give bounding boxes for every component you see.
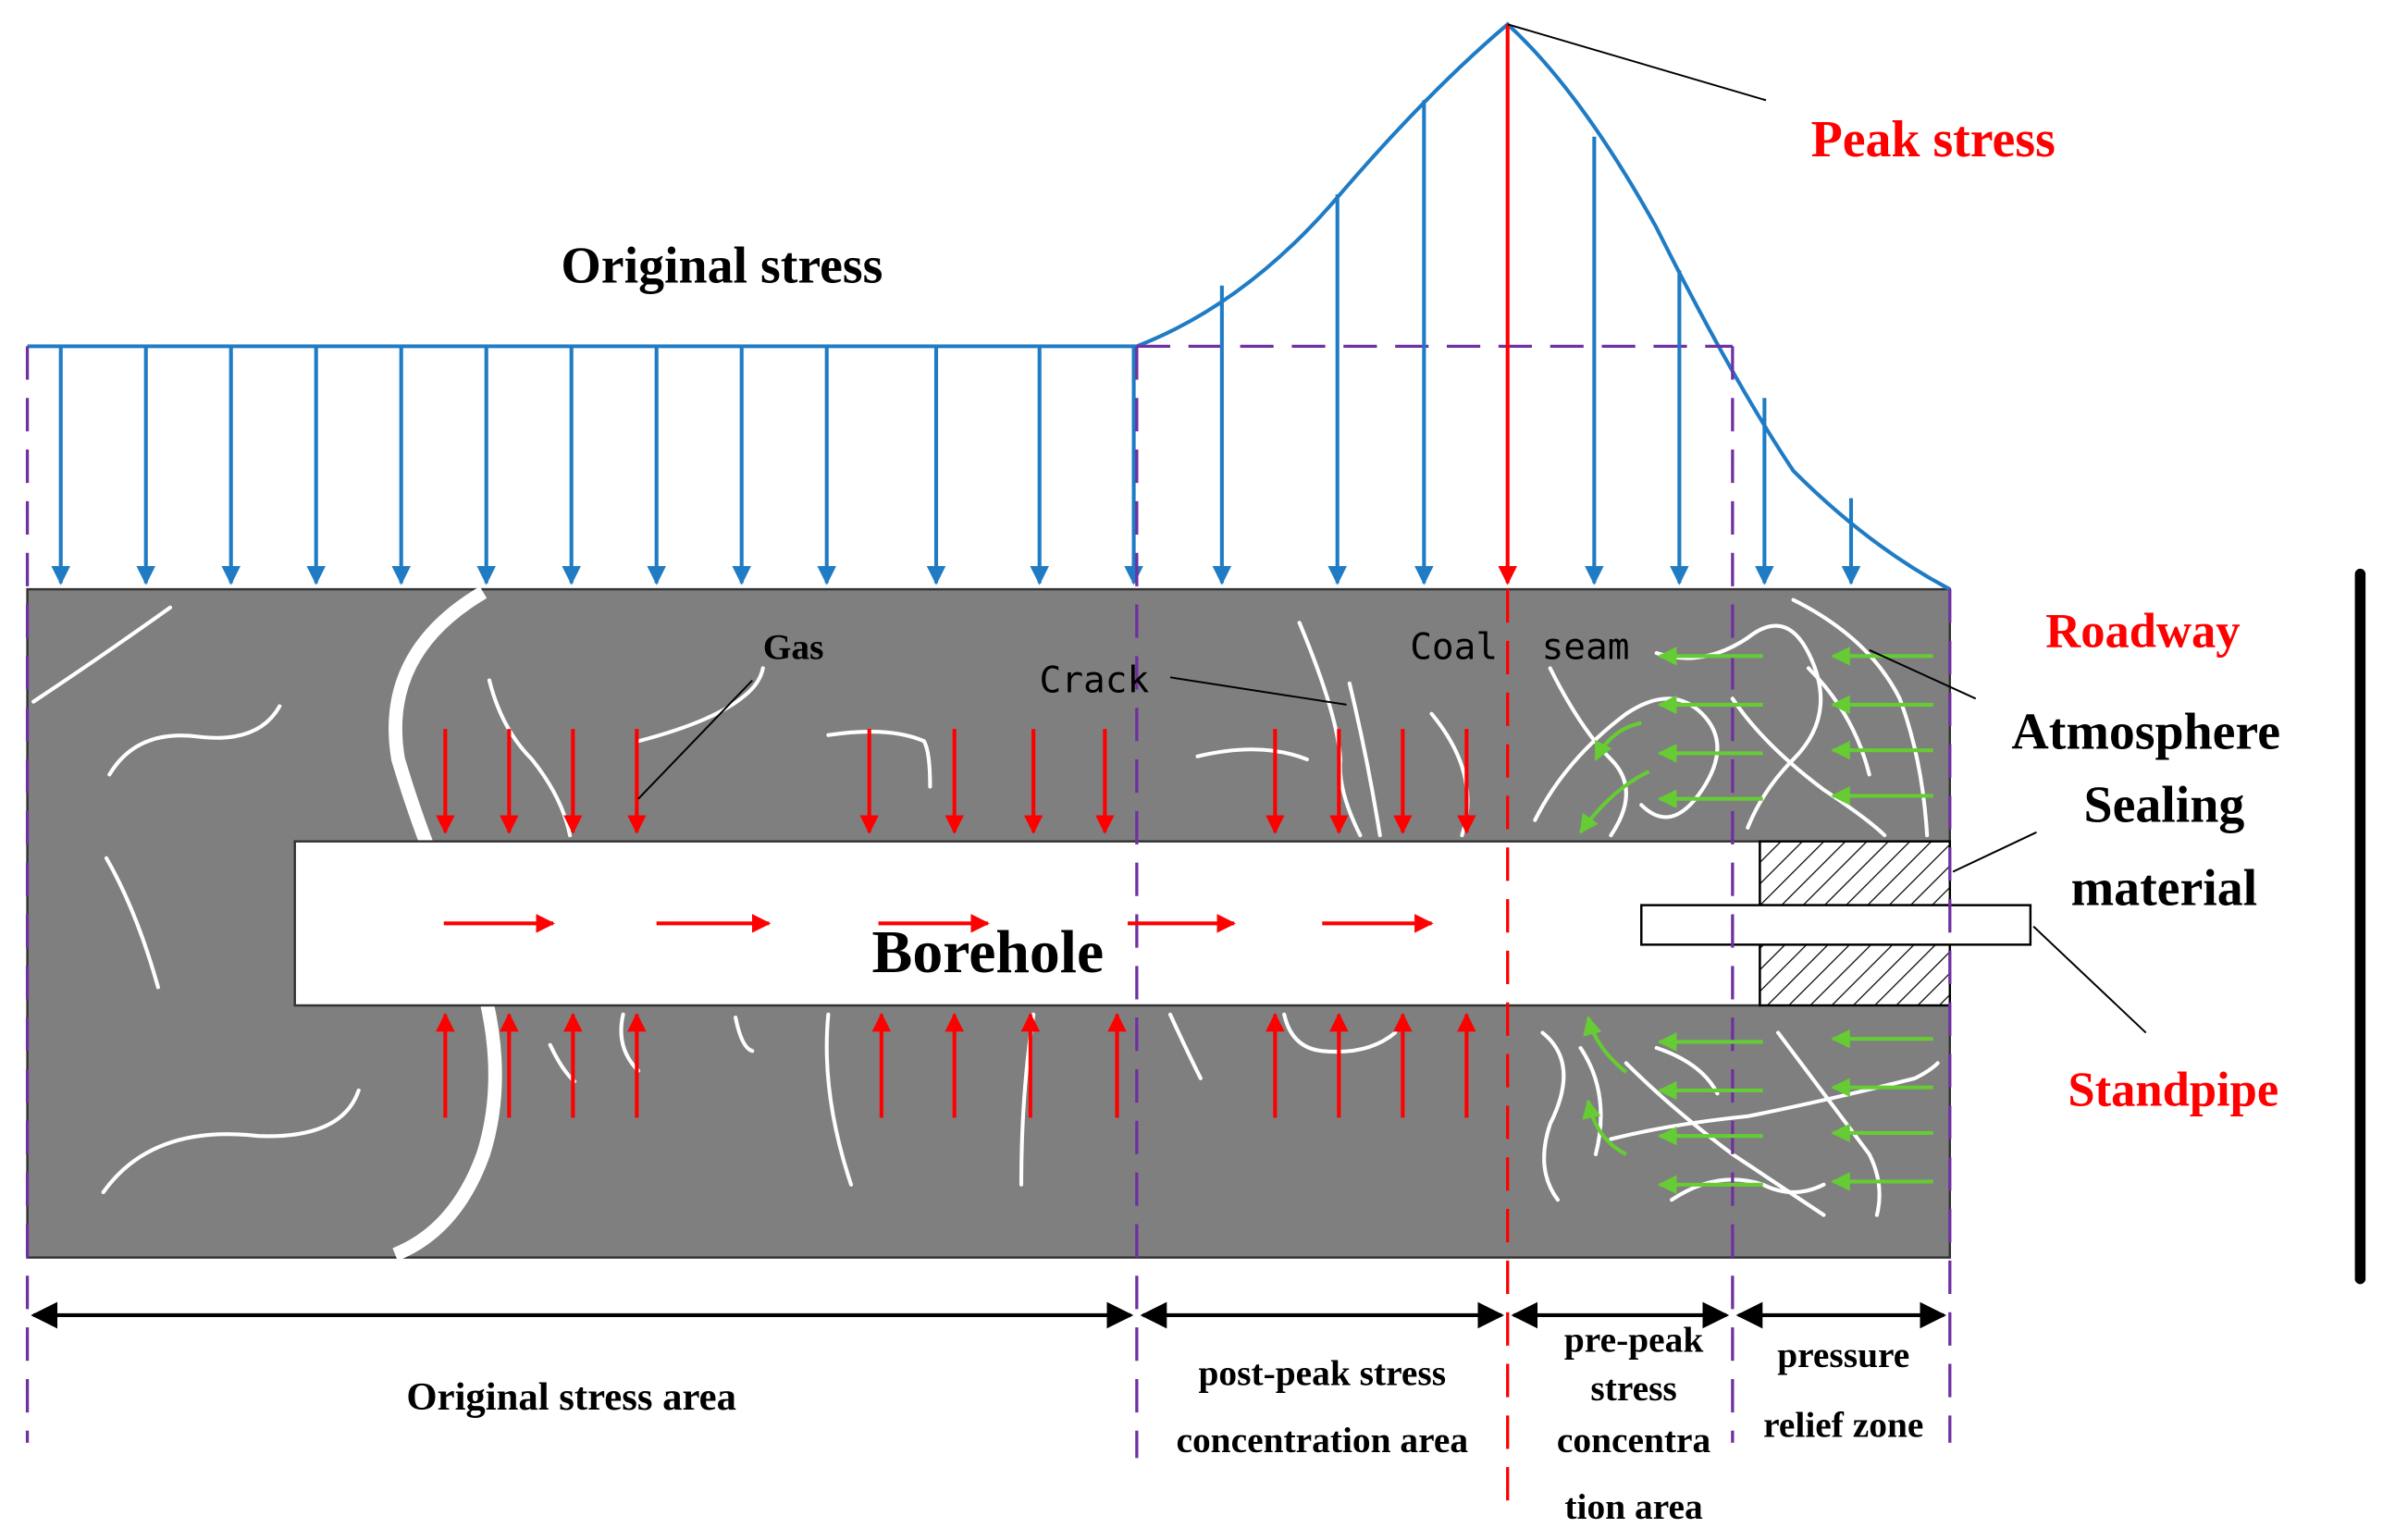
- atmosphere-label: Atmosphere: [2011, 704, 2280, 761]
- sealing-label-1: Sealing: [2084, 776, 2245, 833]
- zone-pre-peak-label-3: concentra: [1557, 1420, 1711, 1460]
- zone-pre-peak-label-4: tion area: [1564, 1486, 1703, 1527]
- sealing-block-top: [1759, 840, 1952, 906]
- cracks: [31, 598, 1940, 1217]
- stress-curve: [27, 21, 1951, 591]
- zone-relief-label-1: pressure: [1777, 1335, 1909, 1375]
- borehole-label: Borehole: [872, 918, 1105, 986]
- zone-relief-label-2: relief zone: [1763, 1404, 1923, 1445]
- peak-stress-label: Peak stress: [1811, 111, 2056, 168]
- gas-arrows-top: [436, 729, 1476, 834]
- zone-boundaries: [25, 346, 1952, 1459]
- original-stress-label: Original stress: [561, 237, 883, 294]
- zone-post-peak-label-2: concentration area: [1176, 1420, 1468, 1460]
- sealing-block-bottom: [1759, 943, 1952, 1007]
- roadway-label: Roadway: [2045, 605, 2240, 659]
- coal-seam-label: Coal seam: [1410, 626, 1629, 669]
- gas-arrows-bottom: [436, 1012, 1476, 1118]
- leader-lines: [637, 23, 2147, 1034]
- air-leakage-arrows: [1578, 647, 1933, 1195]
- standpipe: [1640, 904, 2032, 946]
- zone-pre-peak-label-1: pre-peak: [1564, 1319, 1703, 1360]
- zone-pre-peak-label-2: stress: [1590, 1368, 1676, 1409]
- gas-label: Gas: [763, 627, 824, 668]
- standpipe-label: Standpipe: [2068, 1063, 2278, 1116]
- zone-post-peak-label-1: post-peak stress: [1199, 1353, 1447, 1394]
- zone-original-label: Original stress area: [406, 1375, 736, 1419]
- sealing-label-2: material: [2071, 860, 2258, 918]
- crack-label: Crack: [1040, 659, 1150, 702]
- stress-arrows: [51, 100, 1861, 585]
